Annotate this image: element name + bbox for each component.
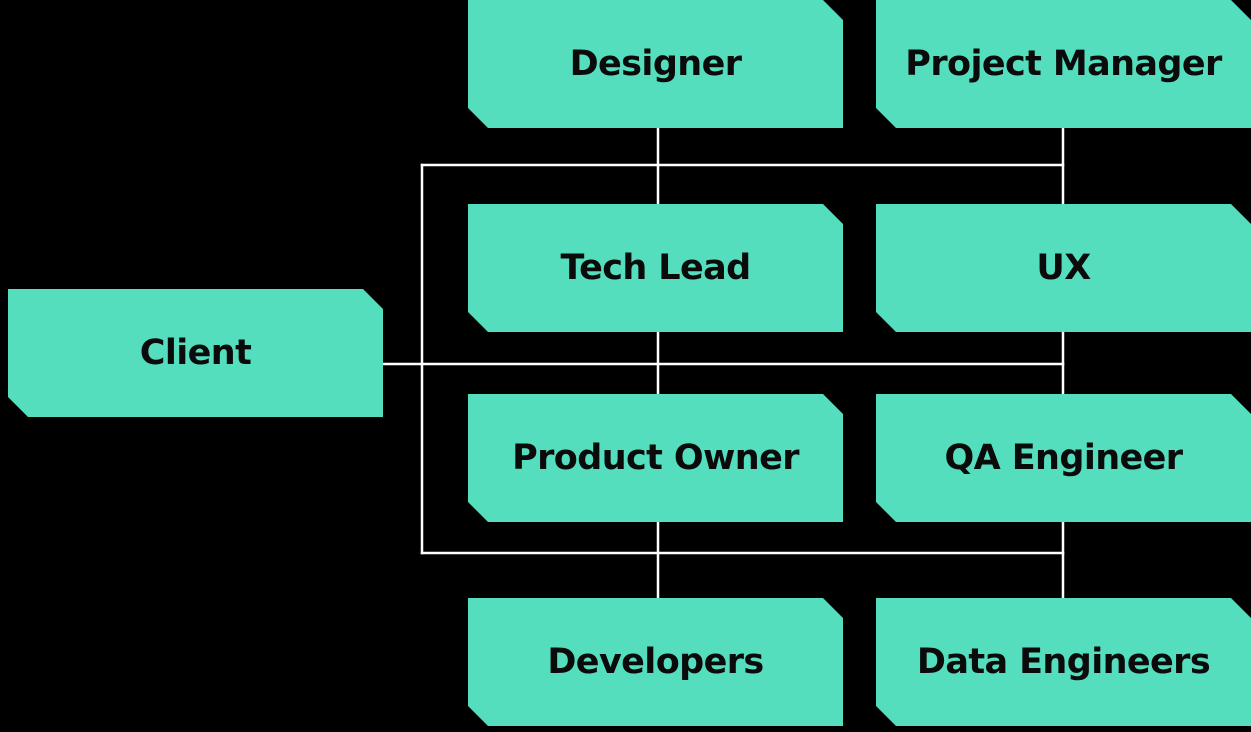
node-label-product-owner: Product Owner (512, 438, 799, 478)
node-project-manager: Project Manager (876, 0, 1251, 128)
node-ux: UX (876, 204, 1251, 332)
node-label-data-engineers: Data Engineers (916, 642, 1211, 682)
node-label-tech-lead: Tech Lead (560, 248, 751, 288)
node-qa-engineer: QA Engineer (876, 394, 1251, 522)
node-label-project-manager: Project Manager (905, 44, 1222, 84)
node-label-developers: Developers (547, 642, 764, 682)
node-label-ux: UX (1036, 248, 1091, 288)
node-product-owner: Product Owner (468, 394, 843, 522)
node-client: Client (8, 289, 383, 417)
node-label-qa-engineer: QA Engineer (944, 438, 1183, 478)
node-label-client: Client (139, 333, 252, 373)
node-designer: Designer (468, 0, 843, 128)
node-developers: Developers (468, 598, 843, 726)
node-tech-lead: Tech Lead (468, 204, 843, 332)
node-data-engineers: Data Engineers (876, 598, 1251, 726)
node-label-designer: Designer (569, 44, 742, 84)
